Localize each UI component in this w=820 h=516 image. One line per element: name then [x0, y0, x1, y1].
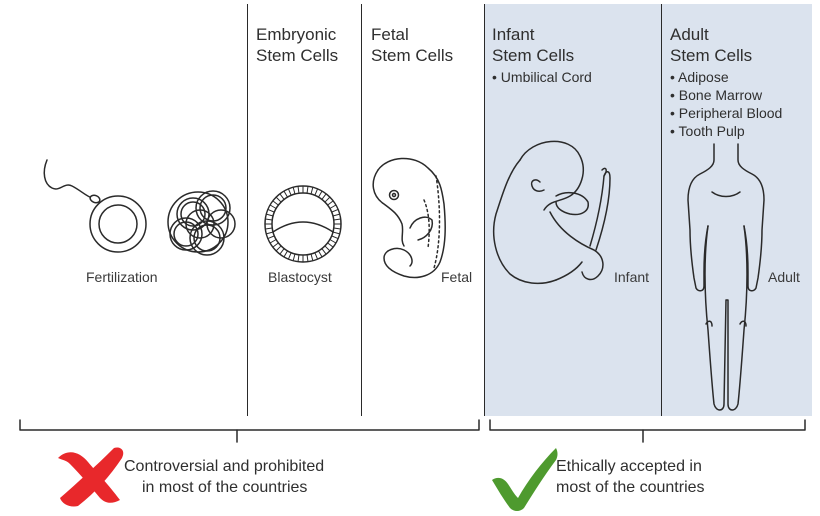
divider-adult — [661, 4, 662, 416]
stage-label-fertilization: Fertilization — [86, 269, 158, 285]
infant-icon — [492, 140, 611, 285]
adult-source-list: Adipose Bone Marrow Peripheral Blood Too… — [670, 68, 782, 140]
dividing-cells-icon — [167, 190, 236, 256]
source-item: Bone Marrow — [670, 86, 782, 104]
divider-fetal — [361, 4, 362, 416]
sperm-icon — [43, 159, 101, 204]
green-check-icon — [492, 448, 558, 511]
controversial-text: Controversial and prohibited in most of … — [124, 458, 325, 496]
stage-label-adult: Adult — [768, 269, 800, 285]
stage-label-infant: Infant — [614, 269, 650, 285]
adult-body-icon — [687, 143, 765, 411]
red-x-icon — [58, 447, 124, 507]
fetus-icon — [372, 157, 446, 279]
blastocyst-icon — [264, 185, 342, 263]
source-item: Tooth Pulp — [670, 122, 782, 140]
accepted-text: Ethically accepted in most of the countr… — [556, 458, 705, 496]
stage-label-fetal: Fetal — [441, 269, 473, 285]
source-item: Umbilical Cord — [492, 68, 592, 86]
divider-embryonic — [247, 4, 248, 416]
bracket-accepted — [489, 419, 806, 443]
infant-source-list: Umbilical Cord — [492, 68, 592, 86]
egg-cell-icon — [89, 195, 147, 253]
stage-label-blastocyst: Blastocyst — [268, 269, 332, 285]
source-item: Peripheral Blood — [670, 104, 783, 122]
divider-infant — [484, 4, 485, 416]
bracket-controversial — [19, 419, 480, 443]
source-item: Adipose — [670, 68, 782, 86]
